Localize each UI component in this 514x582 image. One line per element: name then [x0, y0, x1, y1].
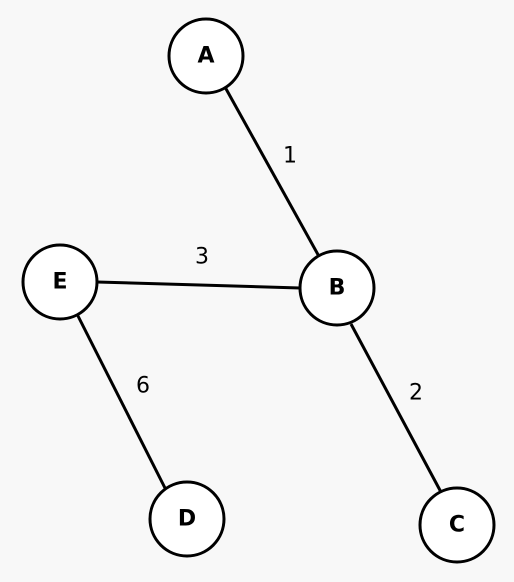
edge-weight-e-b: 3	[195, 245, 209, 270]
node-label-d: D	[178, 507, 196, 532]
edge-weight-b-c: 2	[409, 381, 423, 406]
edge-weight-a-b: 1	[283, 144, 297, 169]
node-e: E	[21, 243, 99, 321]
edge-b-c	[349, 323, 444, 495]
edge-e-b	[96, 280, 301, 290]
edge-e-d	[75, 313, 168, 491]
node-c: C	[418, 486, 496, 564]
node-label-a: A	[197, 44, 214, 69]
edge-weight-e-d: 6	[136, 374, 150, 399]
edge-a-b	[223, 86, 323, 261]
node-a: A	[167, 17, 245, 95]
node-label-c: C	[449, 513, 465, 538]
node-label-b: B	[329, 276, 346, 301]
node-label-e: E	[52, 270, 67, 295]
node-b: B	[298, 249, 376, 327]
node-d: D	[148, 480, 226, 558]
